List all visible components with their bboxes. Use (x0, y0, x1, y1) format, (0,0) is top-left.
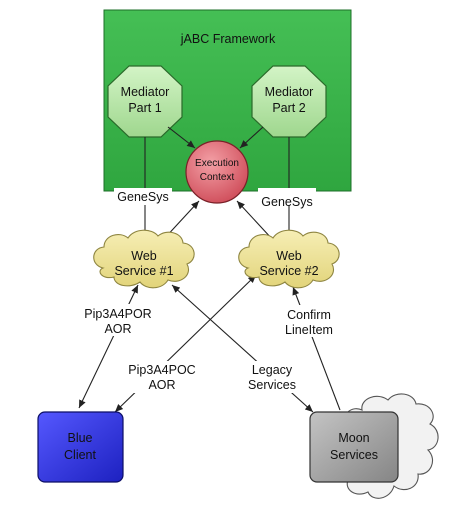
label-genesys-left: GeneSys (117, 190, 168, 204)
blue-client-line2: Client (64, 448, 96, 462)
web-service-2-line2: Service #2 (259, 264, 318, 278)
moon-services-node (309, 411, 399, 483)
edge-mediator2-context (239, 126, 264, 149)
execution-context-line1: Execution (195, 158, 239, 169)
mediator-part2-line2: Part 2 (272, 101, 305, 115)
label-pip3a4por: Pip3A4POR (84, 307, 151, 321)
framework-title: jABC Framework (180, 32, 276, 46)
web-service-1-line2: Service #1 (114, 264, 173, 278)
web-service-1-line1: Web (131, 249, 157, 263)
label-legacy-services: Services (248, 378, 296, 392)
execution-context-node (185, 140, 249, 204)
mediator-part2-node (251, 65, 327, 138)
label-pip3a4por-aor: AOR (104, 322, 131, 336)
mediator-part1-node (107, 65, 183, 138)
moon-services-line2: Services (330, 448, 378, 462)
execution-context-line2: Context (200, 172, 235, 183)
web-service-1-node (93, 229, 195, 289)
web-service-2-node (238, 229, 340, 289)
label-pip3a4poc-aor: AOR (148, 378, 175, 392)
label-pip3a4poc: Pip3A4POC (128, 363, 195, 377)
label-genesys-right: GeneSys (261, 195, 312, 209)
edge-ws2-context (236, 200, 274, 241)
mediator-part1-line2: Part 1 (128, 101, 161, 115)
mediator-part1-line1: Mediator (121, 85, 170, 99)
edge-mediator1-context (167, 126, 196, 149)
blue-client-node (37, 411, 124, 483)
label-lineitem: LineItem (285, 323, 333, 337)
moon-services-line1: Moon (338, 431, 369, 445)
label-legacy: Legacy (252, 363, 293, 377)
web-service-2-line1: Web (276, 249, 302, 263)
mediator-part2-line1: Mediator (265, 85, 314, 99)
blue-client-line1: Blue (67, 431, 92, 445)
label-confirm: Confirm (287, 308, 331, 322)
